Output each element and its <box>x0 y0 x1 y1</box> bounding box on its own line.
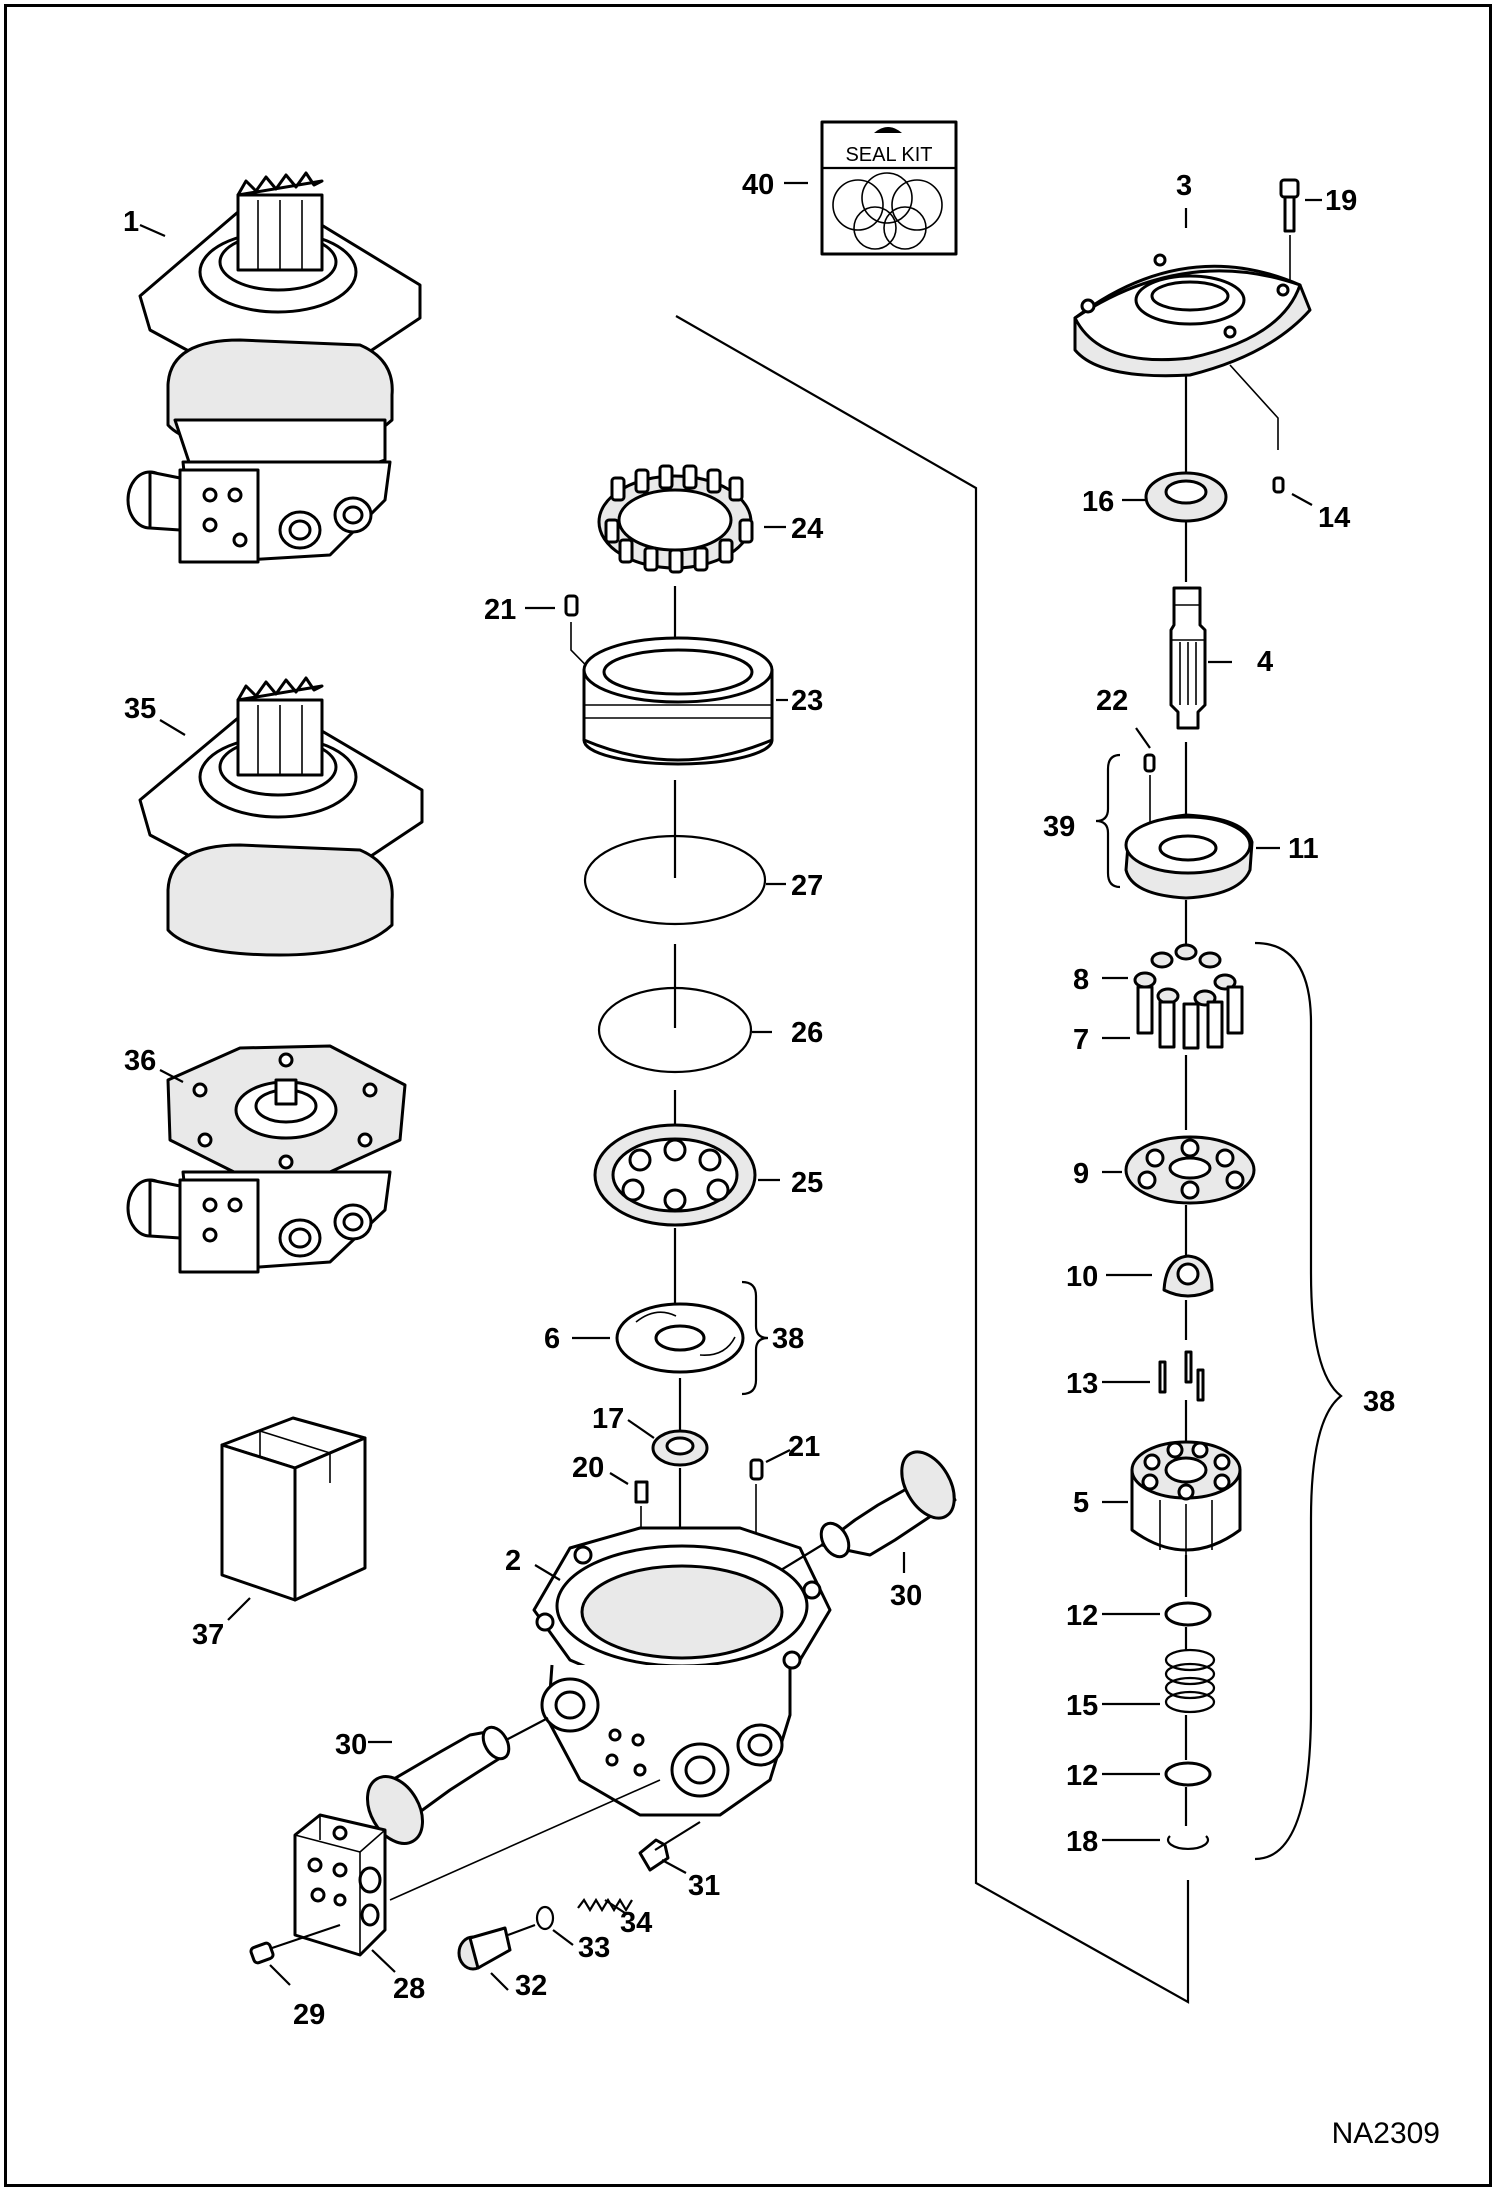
callout-1: 1 <box>123 206 139 238</box>
motor-housing-2 <box>532 1526 832 1817</box>
pin-22 <box>1143 753 1156 773</box>
cylinder-block-5 <box>1130 1440 1242 1555</box>
callout-21-lower: 21 <box>788 1431 820 1463</box>
bracket-38-rotating-group <box>1254 941 1343 1861</box>
relief-valve-30-left <box>366 1725 511 1845</box>
swash-plate-11 <box>1124 813 1254 900</box>
spring-15 <box>1164 1648 1216 1714</box>
callout-40: 40 <box>742 169 774 201</box>
callout-12-upper: 12 <box>1066 1600 1098 1632</box>
piston-set-8 <box>1133 943 1237 1007</box>
retainer-plate-9 <box>1124 1135 1256 1205</box>
piston-set-7 <box>1136 985 1244 1050</box>
friction-plate-25 <box>593 1123 757 1227</box>
callout-18: 18 <box>1066 1826 1098 1858</box>
o-ring-27 <box>583 834 767 926</box>
callout-6: 6 <box>544 1323 560 1355</box>
o-ring-33 <box>535 1905 555 1931</box>
callout-12-lower: 12 <box>1066 1760 1098 1792</box>
callout-38-right: 38 <box>1363 1386 1395 1418</box>
motor-assembly-36 <box>126 1044 407 1274</box>
callout-4: 4 <box>1257 646 1273 678</box>
spring-ring-24 <box>597 464 754 574</box>
drawing-code: NA2309 <box>1332 2117 1440 2150</box>
callout-27: 27 <box>791 870 823 902</box>
relief-valve-30-right <box>819 1450 957 1559</box>
washer-12-upper <box>1164 1601 1212 1627</box>
poppet-32 <box>457 1926 512 1971</box>
kit-box-37 <box>220 1416 367 1602</box>
callout-38-left: 38 <box>772 1323 804 1355</box>
bolt-29 <box>249 1923 341 1965</box>
washer-12-lower <box>1164 1761 1212 1787</box>
callout-29: 29 <box>293 1999 325 2031</box>
callout-32: 32 <box>515 1970 547 2002</box>
callout-3: 3 <box>1176 170 1192 202</box>
assembly-leader-line <box>675 315 1190 2004</box>
callout-35: 35 <box>124 693 156 725</box>
snap-ring-18 <box>1166 1835 1210 1851</box>
callout-31: 31 <box>688 1870 720 1902</box>
callout-30-left: 30 <box>335 1729 367 1761</box>
callout-20: 20 <box>572 1452 604 1484</box>
callout-17: 17 <box>592 1403 624 1435</box>
motor-assembly-1 <box>126 171 422 564</box>
valve-plate-6 <box>615 1302 745 1374</box>
setscrew-20 <box>634 1480 649 1504</box>
callout-15: 15 <box>1066 1690 1098 1722</box>
bolt-19 <box>1279 178 1300 233</box>
callout-13: 13 <box>1066 1368 1098 1400</box>
callout-28: 28 <box>393 1973 425 2005</box>
pin-set-13 <box>1158 1350 1205 1402</box>
callout-39: 39 <box>1043 811 1075 843</box>
callout-19: 19 <box>1325 185 1357 217</box>
bearing-16 <box>1144 471 1228 523</box>
callout-24: 24 <box>791 513 823 545</box>
bearing-17 <box>651 1429 709 1467</box>
callout-8: 8 <box>1073 964 1089 996</box>
plug-31 <box>638 1821 701 1872</box>
pin-14 <box>1272 476 1285 494</box>
callout-22: 22 <box>1096 685 1128 717</box>
callout-33: 33 <box>578 1932 610 1964</box>
drive-shaft-4 <box>1169 586 1207 730</box>
pin-21-upper <box>564 594 579 617</box>
brake-piston-23 <box>582 636 774 766</box>
callout-2: 2 <box>505 1545 521 1577</box>
callout-25: 25 <box>791 1167 823 1199</box>
callout-36: 36 <box>124 1045 156 1077</box>
callout-11: 11 <box>1288 833 1319 865</box>
ball-guide-10 <box>1162 1254 1214 1298</box>
valve-block-28 <box>293 1813 387 1957</box>
callout-34: 34 <box>620 1907 652 1939</box>
seal-kit-box: SEAL KIT <box>820 120 958 256</box>
callout-7: 7 <box>1073 1024 1089 1056</box>
spring-34 <box>577 1897 633 1913</box>
motor-assembly-35 <box>138 676 424 957</box>
callout-21-upper: 21 <box>484 594 516 626</box>
callout-37: 37 <box>192 1619 224 1651</box>
seal-kit-label: SEAL KIT <box>845 144 932 166</box>
callout-30-right: 30 <box>890 1580 922 1612</box>
callout-16: 16 <box>1082 486 1114 518</box>
callout-23: 23 <box>791 685 823 717</box>
o-ring-26 <box>597 986 753 1074</box>
callout-26: 26 <box>791 1017 823 1049</box>
pin-21-lower <box>749 1458 764 1481</box>
callout-10: 10 <box>1066 1261 1098 1293</box>
callout-14: 14 <box>1318 502 1350 534</box>
callout-5: 5 <box>1073 1487 1089 1519</box>
cover-3 <box>1073 253 1312 378</box>
callout-9: 9 <box>1073 1158 1089 1190</box>
